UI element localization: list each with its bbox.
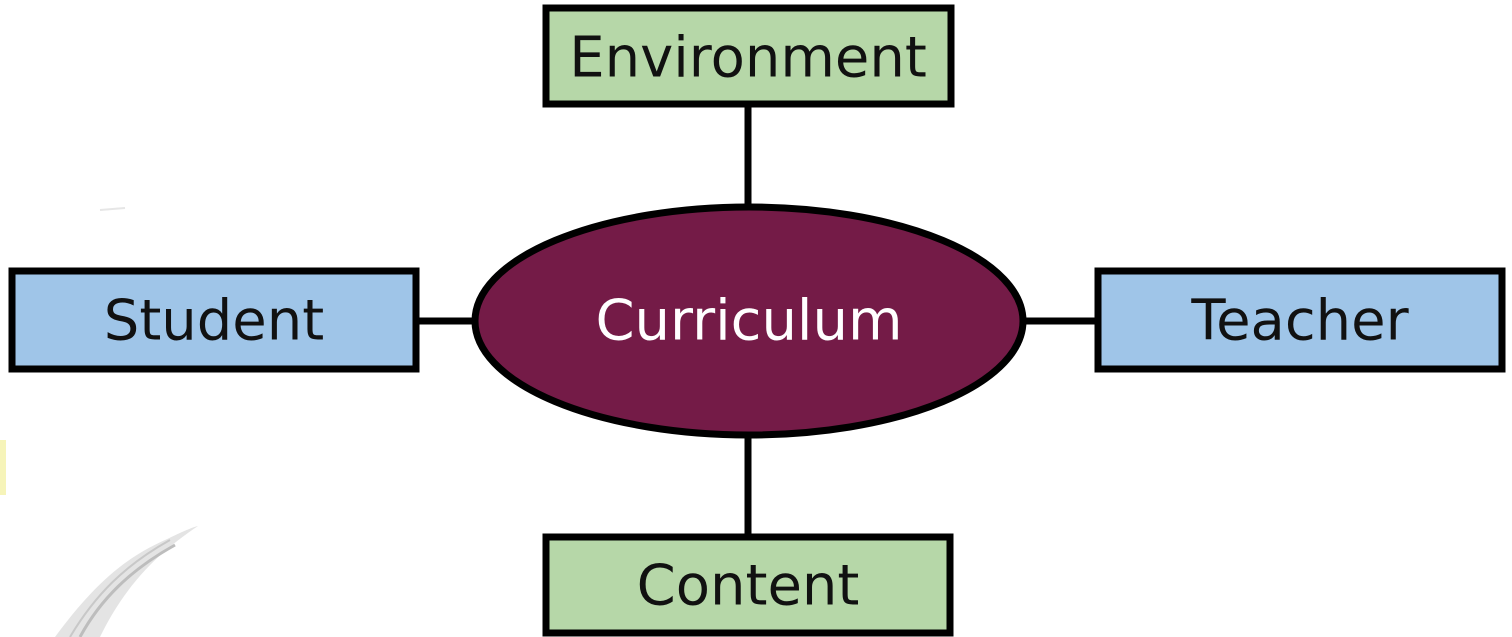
node-environment: Environment xyxy=(542,4,955,108)
node-environment-label: Environment xyxy=(569,26,927,91)
node-curriculum-label: Curriculum xyxy=(595,289,902,354)
node-student-label: Student xyxy=(104,289,324,354)
background-sketch xyxy=(0,207,198,637)
node-student: Student xyxy=(8,267,420,373)
node-curriculum: Curriculum xyxy=(471,203,1027,439)
node-content: Content xyxy=(542,533,954,637)
node-content-label: Content xyxy=(637,554,860,619)
node-teacher-label: Teacher xyxy=(1190,289,1409,354)
node-teacher: Teacher xyxy=(1094,267,1506,373)
